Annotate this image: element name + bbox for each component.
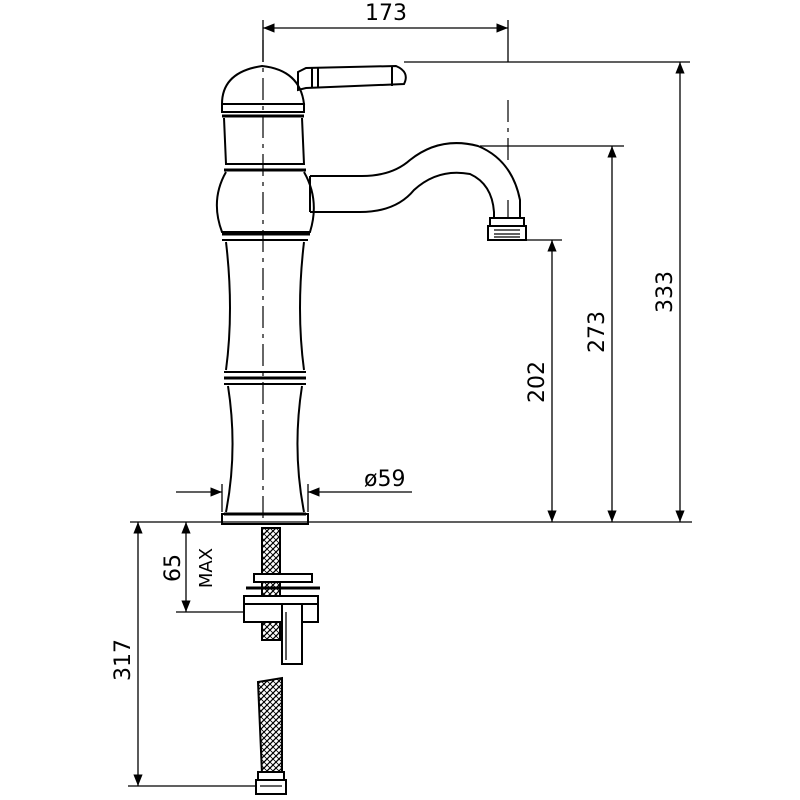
dim-base-diameter: ø59: [176, 467, 412, 512]
dim-spout-reach-label: 173: [365, 1, 407, 26]
body-bulge: [215, 171, 315, 233]
dim-total-height: 333: [404, 61, 690, 522]
dim-spout-height: 202: [525, 239, 562, 522]
dim-max-qualifier: MAX: [196, 548, 217, 588]
flexible-hose: [256, 676, 283, 776]
dim-hose-length: 317: [111, 522, 256, 787]
washer: [253, 573, 313, 583]
threaded-rod: [261, 527, 281, 641]
dim-max-deck: 65 MAX: [161, 522, 244, 613]
supply-stem: [281, 603, 303, 665]
mounting-plate: [243, 595, 319, 605]
dim-total-height-label: 333: [653, 271, 678, 313]
mounting-parts: [243, 527, 320, 795]
dim-spout-reach: 173: [262, 1, 509, 62]
lever-handle: [297, 64, 407, 92]
dim-handle-height-label: 273: [585, 311, 610, 353]
handle-dome: [220, 64, 306, 105]
faucet-body: [215, 40, 407, 525]
hose-end-nut: [255, 779, 287, 795]
dim-max-deck-label: 65: [161, 554, 186, 582]
aerator: [489, 217, 525, 227]
dim-hose-length-label: 317: [111, 639, 136, 681]
dim-base-diameter-label: ø59: [364, 467, 405, 492]
dim-handle-height: 273: [480, 145, 624, 522]
spout: [309, 100, 527, 241]
dim-spout-height-label: 202: [525, 361, 550, 403]
